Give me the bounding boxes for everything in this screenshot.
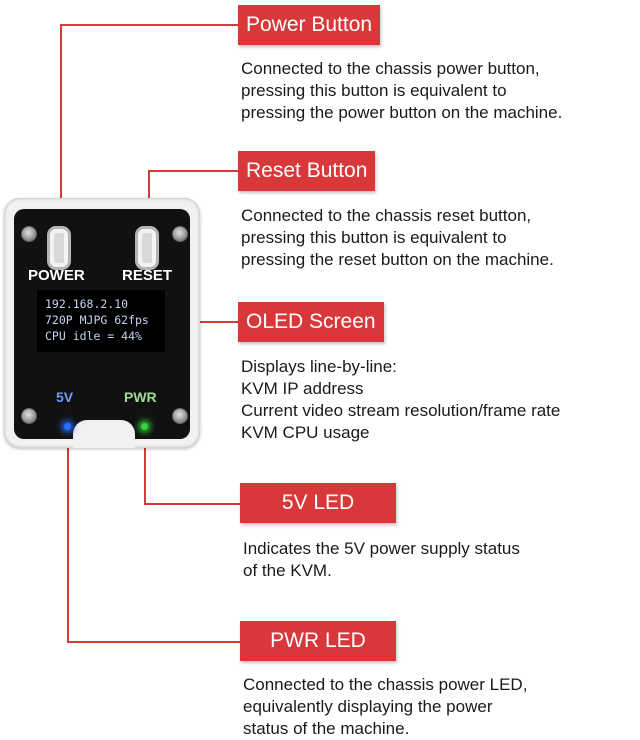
oled-line-ip: 192.168.2.10 [45, 297, 129, 311]
pwr-led-tag: PWR LED [240, 621, 396, 661]
description-line: KVM IP address [241, 379, 364, 398]
oled-line-cpu: CPU idle = 44% [45, 329, 142, 343]
pwr-led-description: Connected to the chassis power LED, equi… [243, 674, 527, 740]
power-leader-vertical [60, 24, 62, 242]
description-line: Indicates the 5V power supply status [243, 539, 520, 558]
description-line: equivalently displaying the power [243, 697, 493, 716]
pwr-leader-vertical [144, 430, 146, 504]
reset-button[interactable] [135, 226, 159, 270]
reset-button-description: Connected to the chassis reset button, p… [241, 205, 554, 271]
description-line: pressing this button is equivalent to [241, 228, 507, 247]
description-line: pressing the reset button on the machine… [241, 250, 554, 269]
description-line: Connected to the chassis power button, [241, 59, 540, 78]
oled-screen-tag: OLED Screen [238, 302, 384, 342]
case-notch [73, 420, 135, 448]
screw-icon [172, 408, 188, 424]
reset-leader-horizontal [148, 170, 240, 172]
power-button-tag: Power Button [238, 5, 381, 45]
5v-leader-vertical [67, 430, 69, 642]
description-line: KVM CPU usage [241, 423, 370, 442]
power-button-description: Connected to the chassis power button, p… [241, 58, 562, 124]
screw-icon [21, 408, 37, 424]
power-leader-horizontal [60, 24, 240, 26]
reset-label: RESET [122, 267, 173, 284]
pwr-led-label: PWR [124, 389, 157, 405]
description-line: Current video stream resolution/frame ra… [241, 401, 561, 420]
oled-screen-description: Displays line-by-line: KVM IP address Cu… [241, 356, 560, 444]
power-button[interactable] [47, 226, 71, 270]
power-label: POWER [28, 267, 85, 284]
description-line: of the KVM. [243, 561, 332, 580]
5v-led-label: 5V [56, 389, 74, 405]
5v-led-description: Indicates the 5V power supply status of … [243, 538, 520, 582]
pwr-led-icon [141, 423, 148, 430]
screw-icon [21, 226, 37, 242]
oled-line-stream: 720P MJPG 62fps [45, 313, 149, 327]
5v-led-icon [64, 423, 71, 430]
screw-icon [172, 226, 188, 242]
5v-led-tag: 5V LED [240, 483, 396, 523]
description-line: Connected to the chassis power LED, [243, 675, 528, 694]
description-line: pressing this button is equivalent to [241, 81, 507, 100]
description-line: pressing the power button on the machine… [241, 103, 563, 122]
oled-screen: 192.168.2.10 720P MJPG 62fps CPU idle = … [37, 290, 165, 352]
5v-leader-horizontal [67, 641, 240, 643]
pwr-leader-horizontal [144, 503, 240, 505]
reset-button-tag: Reset Button [238, 151, 376, 191]
description-line: Displays line-by-line: [241, 357, 397, 376]
description-line: status of the machine. [243, 719, 410, 738]
description-line: Connected to the chassis reset button, [241, 206, 532, 225]
